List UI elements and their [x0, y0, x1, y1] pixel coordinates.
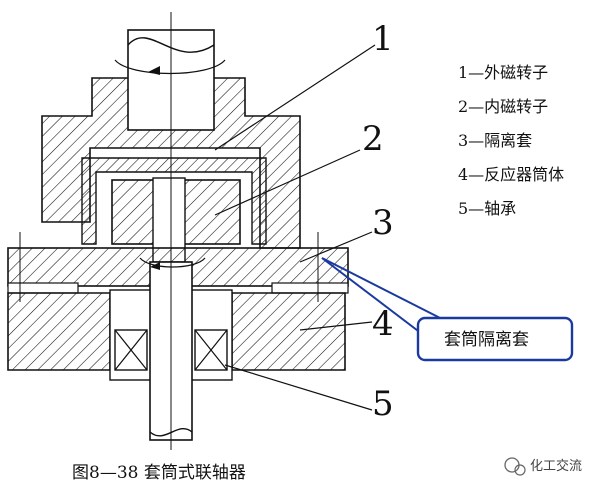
upper-shaft-break	[127, 37, 215, 53]
wechat-icon-small	[514, 464, 526, 476]
legend-item-1: 1—外磁转子	[458, 63, 548, 82]
figure-caption: 图8—38 套筒式联轴器	[72, 463, 246, 483]
leader-1	[214, 44, 376, 151]
rotation-arrow-top	[114, 59, 226, 75]
rotation-arrow-bottom-head	[150, 262, 160, 270]
legend-item-5: 5—轴承	[458, 199, 516, 218]
callout-box	[416, 316, 574, 362]
legend-item-3: 3—隔离套	[458, 131, 532, 150]
bearing-right-cross	[194, 329, 228, 371]
bearing-left-cross	[114, 329, 148, 371]
legend-item-2: 2—内磁转子	[458, 97, 548, 116]
leader-4	[299, 321, 373, 331]
callout-pointer-1	[321, 257, 449, 323]
rotation-arrow-bottom	[139, 257, 206, 268]
part-number-1: 1	[372, 19, 394, 59]
flange-gap-left	[7, 282, 79, 294]
watermark: 化工交流	[504, 457, 582, 476]
wechat-icon	[504, 457, 520, 473]
leader-3	[299, 231, 373, 263]
flange-gap-right	[271, 282, 349, 294]
legend-item-4: 4—反应器筒体	[458, 165, 564, 184]
isolation-sleeve	[81, 157, 267, 245]
part-number-3: 3	[372, 203, 394, 243]
part-number-4: 4	[372, 304, 394, 344]
leader-2	[214, 149, 361, 216]
rotation-arrow-top-head	[148, 66, 160, 75]
part-number-5: 5	[372, 384, 394, 424]
outer-magnetic-rotor	[41, 77, 301, 249]
watermark-text: 化工交流	[530, 458, 582, 474]
callout-pointer-2	[321, 257, 431, 341]
part-number-2: 2	[362, 119, 384, 159]
leader-5	[224, 364, 373, 411]
callout-label: 套筒隔离套	[444, 330, 529, 350]
